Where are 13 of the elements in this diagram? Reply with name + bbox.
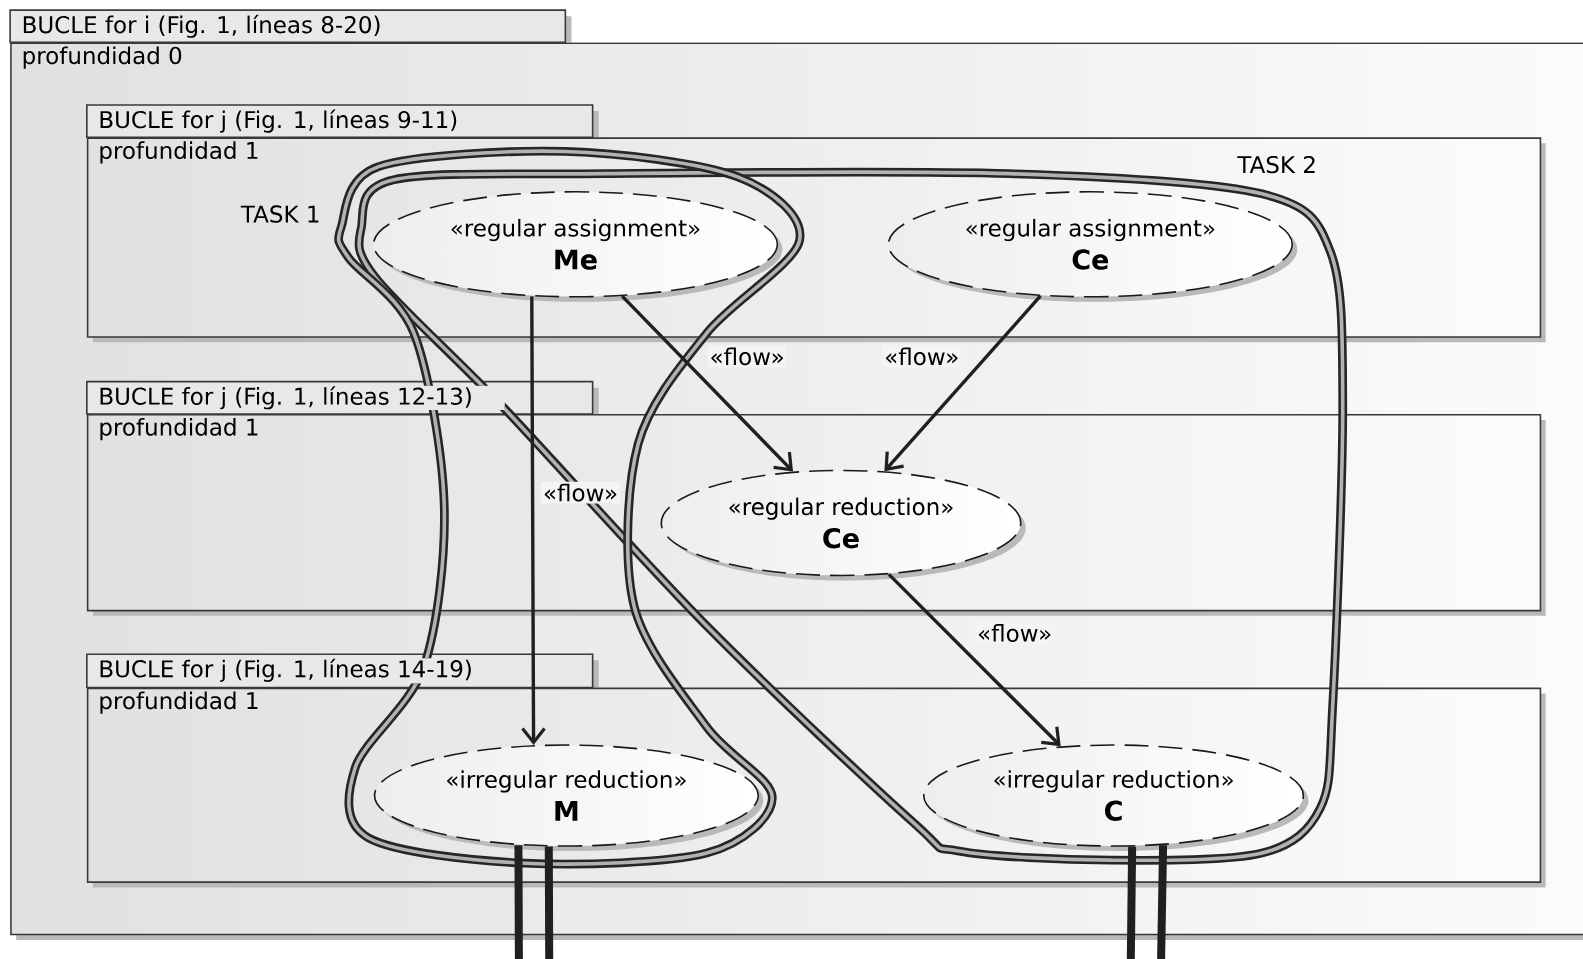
arrow	[521, 296, 546, 745]
node-label: BUCLE for j (Fig. 1, líneas 14-19)	[100, 658, 471, 682]
node-label: BUCLE for i (Fig. 1, líneas 8-20)	[23, 14, 380, 38]
task-label: TASK 1	[240, 205, 319, 223]
edge-label: «flow»	[975, 622, 1055, 644]
edge-label: «flow»	[707, 345, 787, 368]
arrow	[620, 294, 794, 472]
arrow	[887, 573, 1061, 747]
node-label: BUCLE for j (Fig. 1, líneas 9-11)	[100, 109, 457, 133]
edge-label: «flow»	[882, 345, 962, 368]
node-label: BUCLE for j (Fig. 1, líneas 12-13)	[100, 386, 471, 410]
arrow	[884, 294, 1042, 472]
task-label: TASK 2	[1237, 155, 1315, 174]
